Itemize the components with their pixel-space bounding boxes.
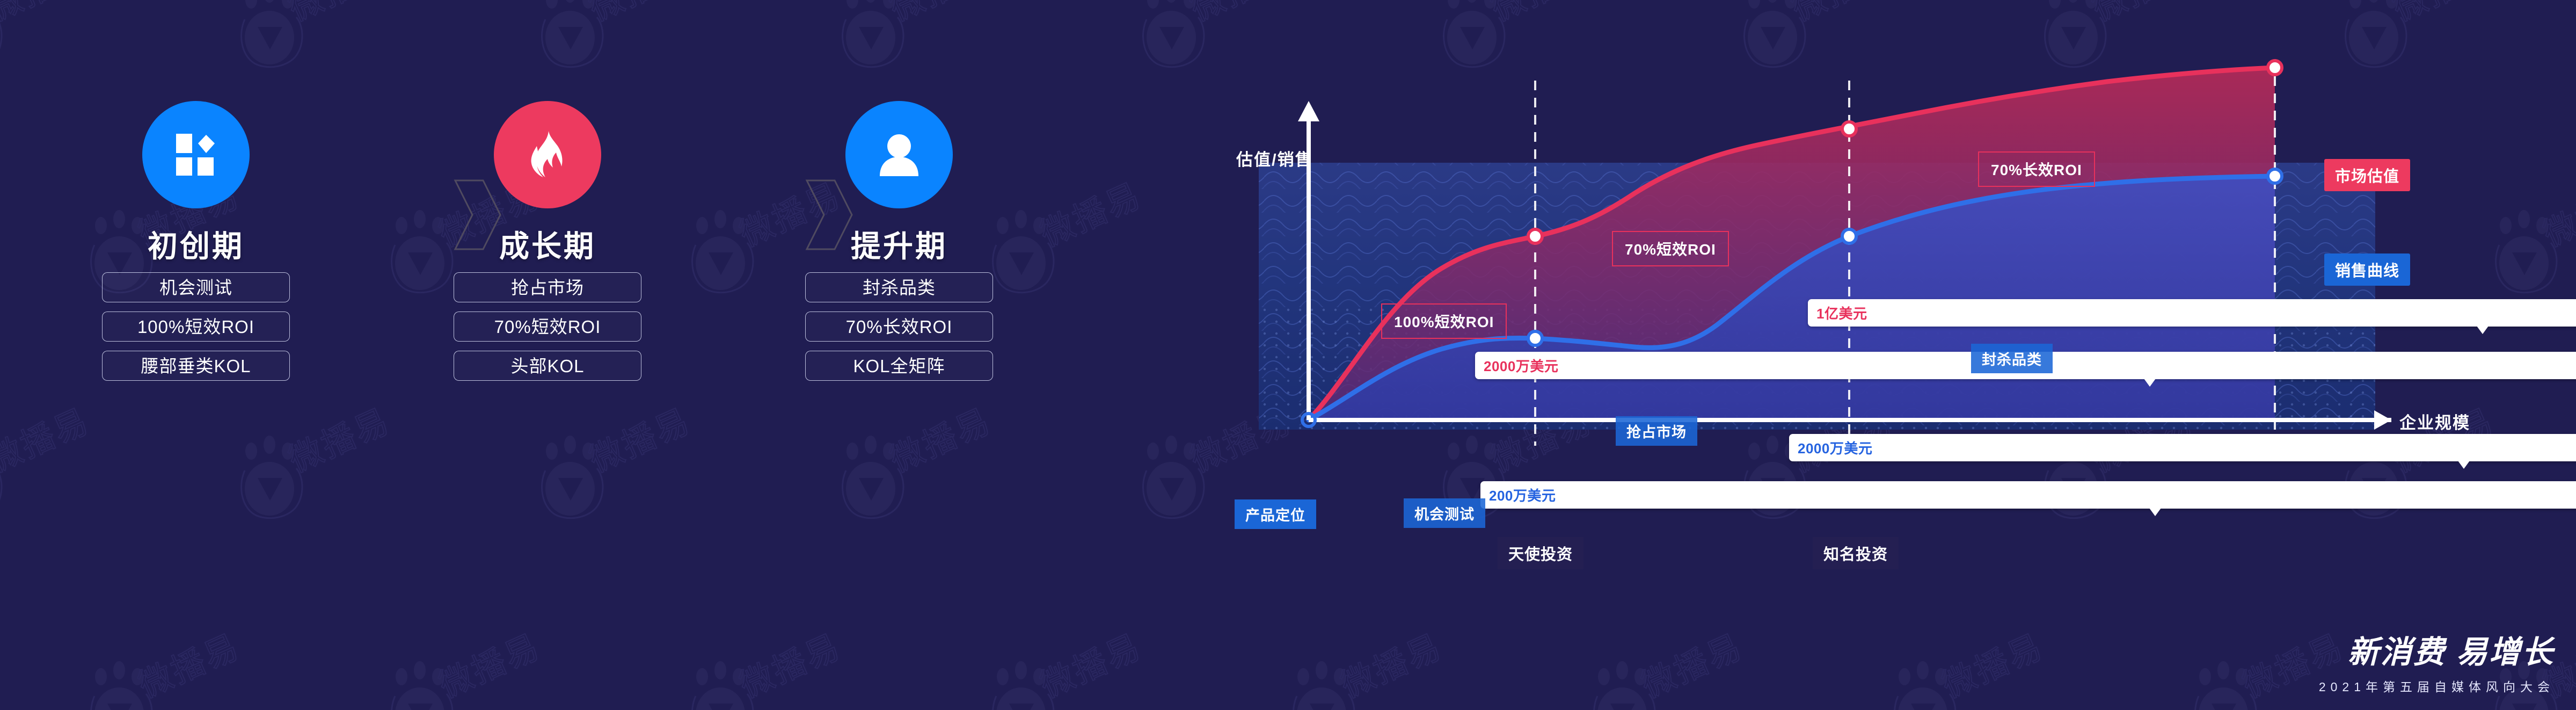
point-valuation-3	[2266, 59, 2283, 76]
stage-title-3: 提升期	[851, 229, 947, 263]
stage-icon-circle-1[interactable]	[142, 101, 250, 208]
point-sales-1	[1527, 330, 1544, 347]
x-tick-label-2: 知名投资	[1813, 537, 1899, 569]
phase-tag-2: 抢占市场	[1616, 416, 1697, 446]
callout-valuation-2: 1亿美元	[1808, 299, 2576, 334]
stage-icon-circle-3[interactable]	[845, 101, 953, 208]
chevron-right-icon-2	[804, 177, 855, 252]
point-sales-2	[1841, 228, 1858, 245]
stage-pill-1-3[interactable]: 腰部垂类KOL	[102, 350, 290, 381]
chevron-right-icon-1	[452, 177, 503, 252]
stage-pill-2-1[interactable]: 抢占市场	[454, 272, 641, 302]
phase-tag-origin: 产品定位	[1235, 499, 1316, 529]
series-line-valuation	[1306, 65, 2278, 423]
stage-pill-1-2[interactable]: 100%短效ROI	[102, 311, 290, 342]
stage-pill-3-3[interactable]: KOL全矩阵	[805, 350, 993, 381]
legend-item-sales[interactable]: 销售曲线	[2324, 253, 2411, 286]
chart-axes	[1298, 101, 2391, 430]
brand-subtitle: 2021年第五届自媒体风向大会	[2318, 680, 2555, 694]
stage-pill-1-1[interactable]: 机会测试	[102, 272, 290, 302]
roi-annotation-3: 70%长效ROI	[1978, 151, 2095, 187]
roi-annotation-1: 100%短效ROI	[1381, 303, 1507, 339]
point-sales-3	[2266, 168, 2283, 185]
event-branding: 新消费 易增长 2021年第五届自媒体风向大会	[2319, 637, 2555, 695]
stage-pill-3-1[interactable]: 封杀品类	[805, 272, 993, 302]
grid-diamond-icon	[173, 132, 219, 178]
stage-title-1: 初创期	[148, 229, 244, 263]
stage-pill-3-2[interactable]: 70%长效ROI	[805, 311, 993, 342]
phase-tag-1: 机会测试	[1404, 498, 1485, 528]
stage-title-2: 成长期	[499, 229, 596, 263]
x-tick-label-1: 天使投资	[1498, 537, 1584, 569]
callout-sales-1: 200万美元	[1480, 481, 2576, 516]
legend-item-valuation[interactable]: 市场估值	[2324, 159, 2411, 191]
roi-annotation-2: 70%短效ROI	[1612, 231, 1729, 266]
point-valuation-1	[1527, 228, 1544, 245]
stages-section: 初创期 机会测试 100%短效ROI 腰部垂类KOL 成长期 抢占市场	[0, 0, 1218, 710]
stage-column-3: 提升期 封杀品类 70%长效ROI KOL全矩阵	[773, 101, 1025, 381]
callout-sales-2: 2000万美元	[1789, 434, 2576, 469]
growth-chart: 估值/销售 企业规模 100%短效ROI 70%短效ROI 70%长效ROI 2…	[1227, 0, 2576, 710]
x-axis-label: 企业规模	[2399, 414, 2470, 432]
series-line-sales	[1306, 173, 2278, 423]
point-valuation-2	[1841, 120, 1858, 137]
stage-pill-2-3[interactable]: 头部KOL	[454, 350, 641, 381]
flame-icon	[526, 130, 569, 179]
y-axis-label: 估值/销售	[1236, 150, 1313, 169]
stage-column-1: 初创期 机会测试 100%短效ROI 腰部垂类KOL	[70, 101, 322, 381]
stage-column-2: 成长期 抢占市场 70%短效ROI 头部KOL	[421, 101, 674, 381]
person-icon	[878, 132, 921, 177]
stage-pill-2-2[interactable]: 70%短效ROI	[454, 311, 641, 342]
brand-title: 新消费 易增长	[2347, 635, 2555, 670]
stage-icon-circle-2[interactable]	[494, 101, 601, 208]
phase-tag-3: 封杀品类	[1971, 344, 2053, 373]
